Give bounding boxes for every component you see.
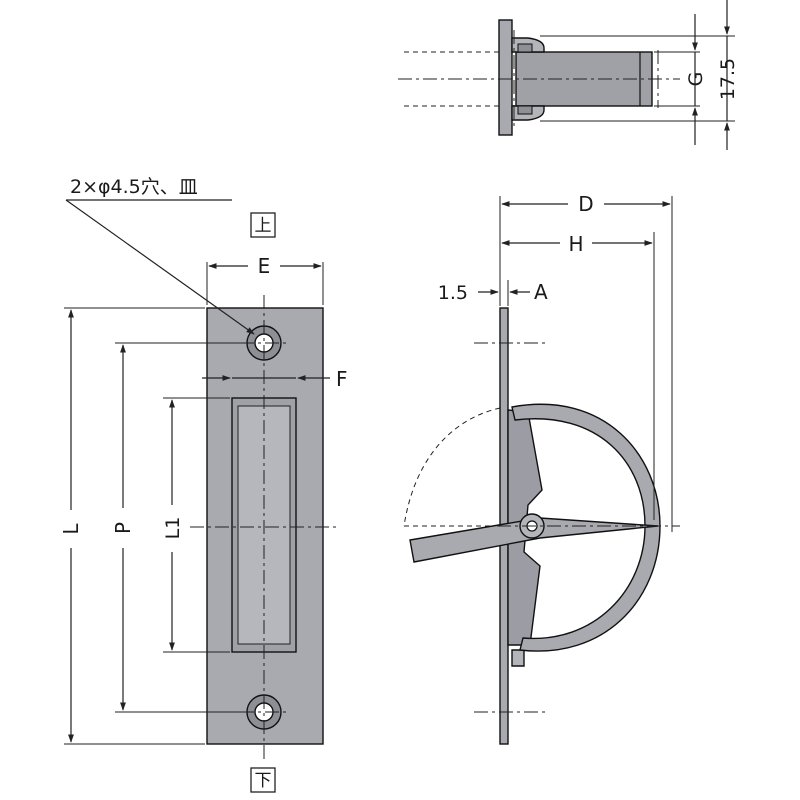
dim-label-d: D — [578, 192, 593, 216]
marker-top: 上 — [255, 216, 272, 236]
dim-label-h: H — [568, 232, 583, 256]
dim-label-f: F — [336, 367, 348, 391]
side-handle — [511, 403, 661, 652]
dim-label-l: L — [59, 523, 83, 535]
dim-label-a: A — [534, 280, 548, 304]
marker-top-box — [250, 212, 276, 238]
dim-label-e: E — [258, 254, 271, 278]
top-view: G 17.5 — [398, 0, 739, 150]
dim-label-17-5: 17.5 — [717, 58, 739, 100]
side-lever — [409, 517, 659, 563]
marker-bottom: 下 — [255, 771, 272, 791]
front-view: E F L P L1 2×φ4.5穴、皿 上 下 — [59, 176, 348, 793]
dim-label-1-5: 1.5 — [438, 282, 468, 304]
side-view: D H 1.5 A — [403, 192, 680, 745]
hole-note: 2×φ4.5穴、皿 — [70, 176, 198, 198]
dim-label-g: G — [685, 72, 707, 87]
dim-label-p: P — [111, 522, 135, 534]
dim-label-l1: L1 — [162, 517, 184, 540]
top-flange — [498, 19, 513, 136]
marker-bottom-box — [250, 767, 276, 793]
